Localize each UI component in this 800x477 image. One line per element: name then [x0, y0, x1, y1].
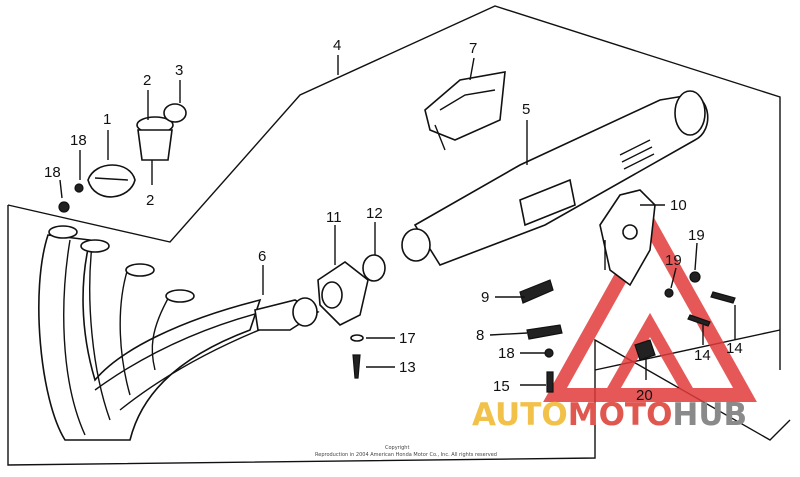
- label-18-top: 18: [70, 132, 87, 149]
- part-number-labels: 1 2 2 3 4 5 6 7 8 9 10 11 12 13 14 14 15…: [44, 37, 743, 404]
- exhaust-header-pipes: [38, 225, 320, 441]
- label-6: 6: [258, 248, 266, 265]
- label-13: 13: [399, 359, 416, 376]
- label-19-right: 19: [688, 227, 705, 244]
- label-19-left: 19: [665, 252, 682, 269]
- label-2-bottom: 2: [146, 192, 154, 209]
- watermark-auto: AUTO: [472, 397, 568, 433]
- label-4: 4: [333, 37, 341, 54]
- clamp-and-ring: [317, 254, 386, 379]
- label-7: 7: [469, 40, 477, 57]
- label-12: 12: [366, 205, 383, 222]
- copyright-line-2: Reproduction in 2004 American Honda Moto…: [315, 452, 497, 458]
- svg-text:AUTOMOTOHUB: AUTOMOTOHUB: [472, 397, 747, 433]
- label-10: 10: [670, 197, 687, 214]
- watermark-logo: AUTOMOTOHUB: [472, 397, 747, 433]
- watermark-hub: HUB: [672, 397, 747, 433]
- mount-bracket: [519, 189, 736, 393]
- muffler: [401, 90, 709, 266]
- heat-shield: [424, 71, 506, 151]
- label-1: 1: [103, 111, 111, 128]
- label-14-right: 14: [726, 340, 743, 357]
- label-9: 9: [481, 289, 489, 306]
- label-8: 8: [476, 327, 484, 344]
- watermark-moto: MOTO: [568, 397, 673, 433]
- label-2-top: 2: [143, 72, 151, 89]
- copyright-note: Copyright Reproduction in 2004 American …: [315, 445, 497, 458]
- label-5: 5: [522, 101, 530, 118]
- copyright-line-1: Copyright: [385, 445, 409, 451]
- label-3: 3: [175, 62, 183, 79]
- label-18-left: 18: [44, 164, 61, 181]
- label-20: 20: [636, 387, 653, 404]
- watermark-triangle: [543, 210, 757, 402]
- leader-lines: [59, 55, 736, 386]
- label-15: 15: [493, 378, 510, 395]
- label-18-right: 18: [498, 345, 515, 362]
- label-11: 11: [326, 209, 342, 226]
- label-17: 17: [399, 330, 416, 347]
- label-14-left: 14: [694, 347, 711, 364]
- collar-gasket-set: [58, 103, 187, 213]
